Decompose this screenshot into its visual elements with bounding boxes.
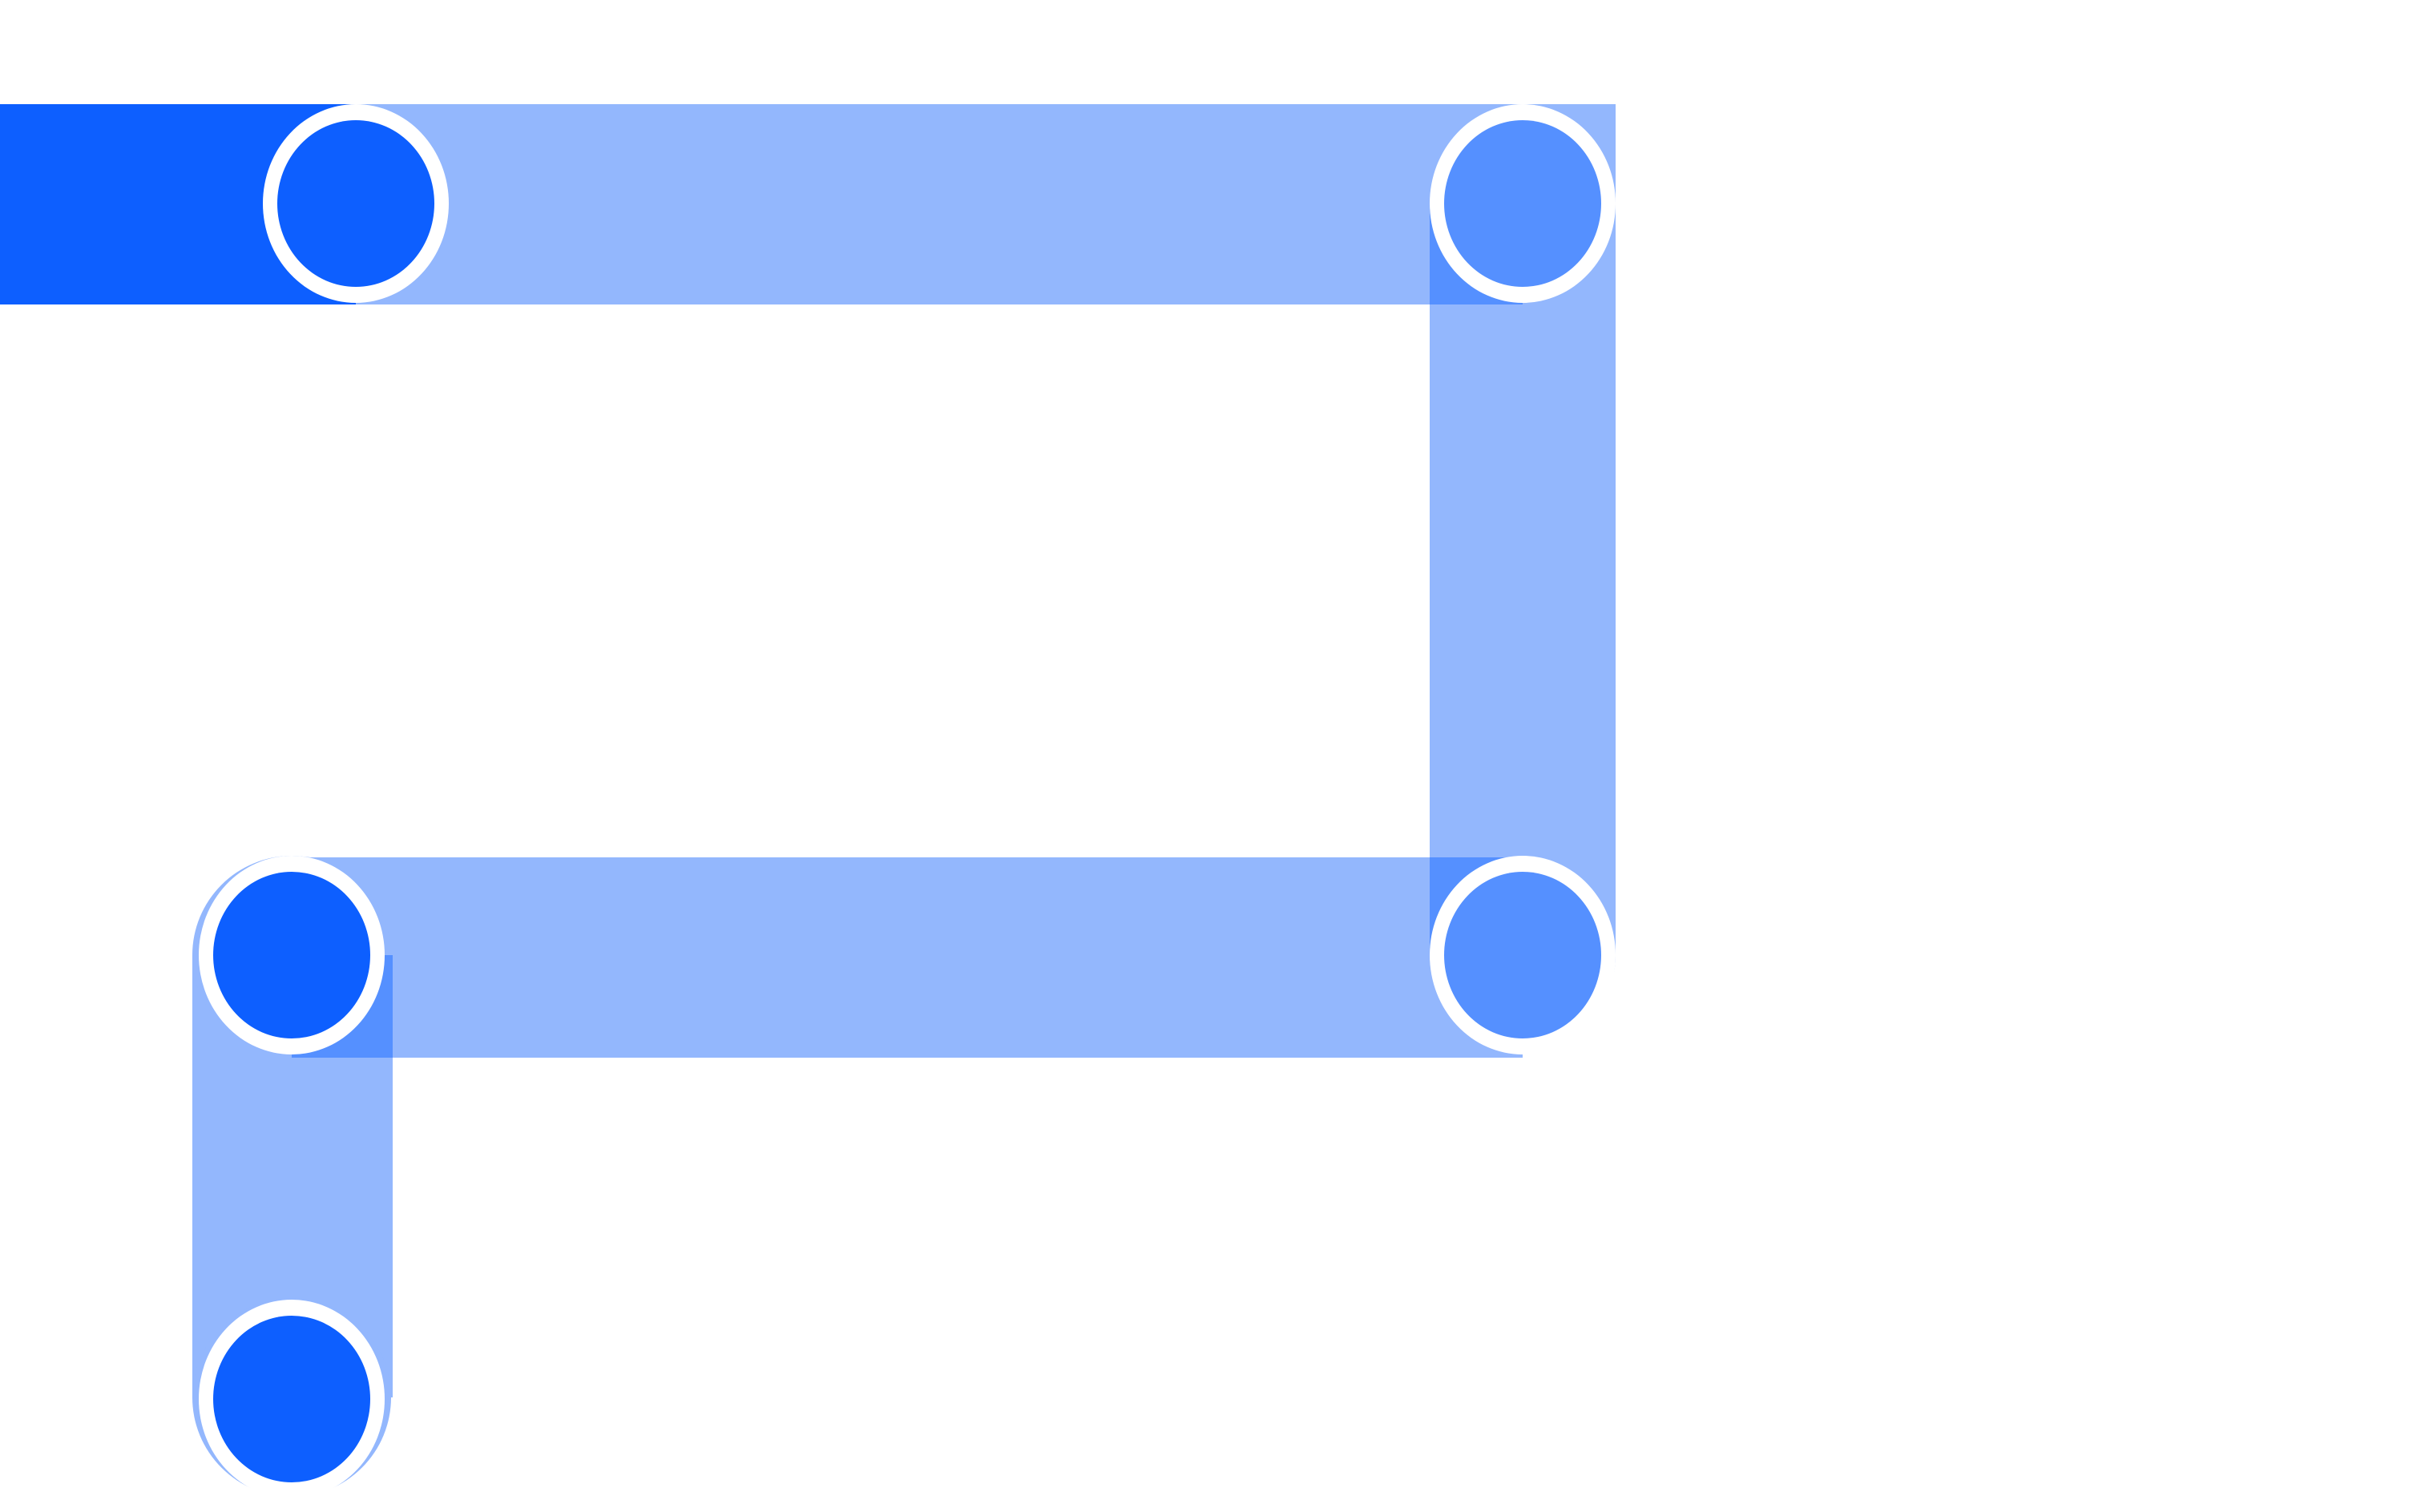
- node-1[interactable]: [263, 104, 449, 303]
- path-segment-node2-node3: [1430, 202, 1616, 955]
- node-4[interactable]: [199, 856, 385, 1054]
- path-segment-node3-node4: [292, 857, 1523, 1058]
- node-3[interactable]: [1430, 856, 1616, 1054]
- path-segment-node1-node2: [356, 104, 1616, 304]
- node-5[interactable]: [199, 1300, 385, 1498]
- node-2[interactable]: [1430, 104, 1616, 303]
